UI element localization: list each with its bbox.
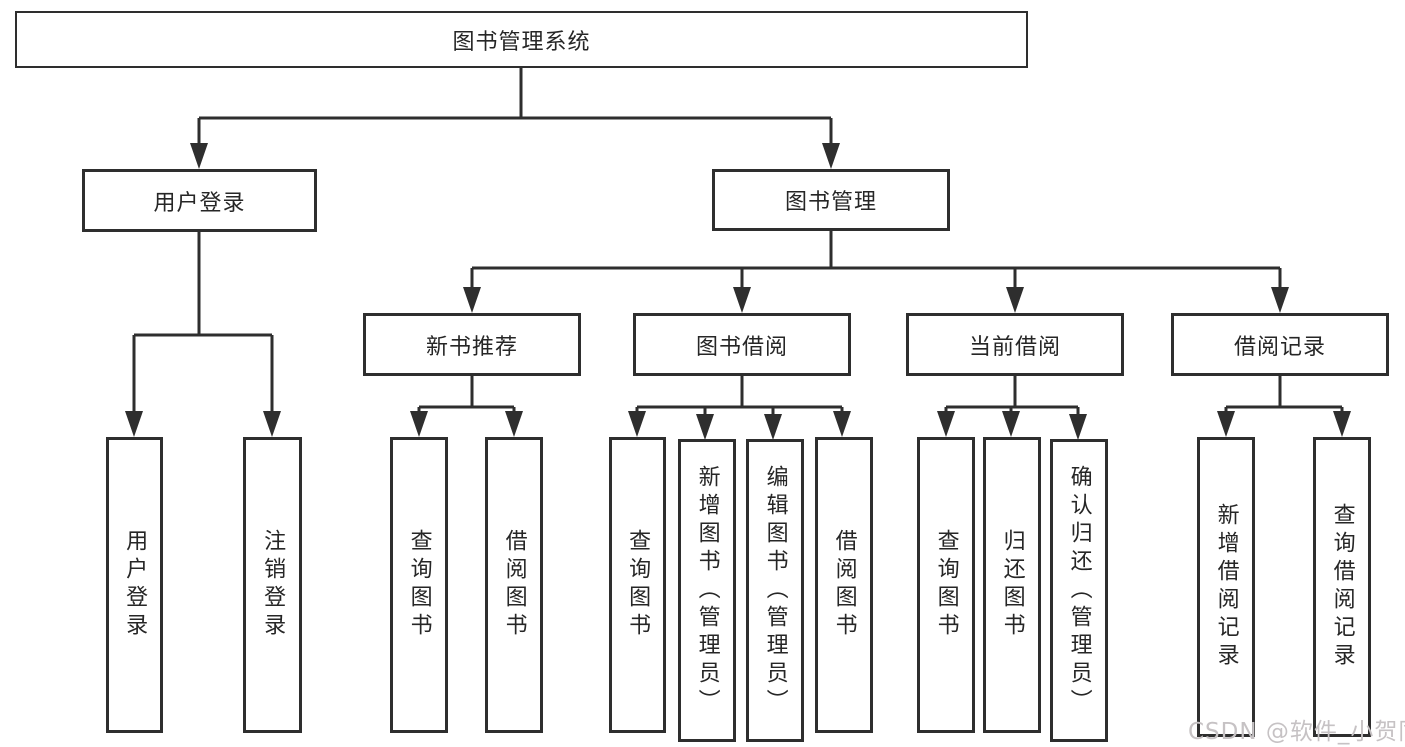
leaf-user-login: 用户登录 [106,437,163,733]
node-book-borrow: 图书借阅 [633,313,851,376]
node-label: 图书管理 [784,190,877,215]
node-label: 编辑图书（管理员） [762,464,788,717]
node-borrow-records: 借阅记录 [1171,313,1389,376]
connector-book-borrow-children [635,376,844,422]
node-label: 用户登录 [122,529,148,641]
leaf-logout: 注销登录 [243,437,302,733]
leaf-query-books-1: 查询图书 [390,437,448,733]
leaf-confirm-return-admin: 确认归还（管理员） [1050,439,1108,742]
leaf-borrow-books-2: 借阅图书 [815,437,873,733]
node-book-management: 图书管理 [712,169,950,231]
node-label: 查询图书 [933,529,959,641]
connector-new-book-children [417,376,516,420]
node-label: 新增借阅记录 [1213,503,1239,671]
node-library-management-system: 图书管理系统 [15,11,1028,68]
leaf-query-borrow-record: 查询借阅记录 [1313,437,1371,737]
leaf-borrow-books-1: 借阅图书 [485,437,543,733]
node-label: 图书借阅 [695,334,788,360]
leaf-query-books-2: 查询图书 [609,437,666,733]
node-user-login: 用户登录 [82,169,317,232]
connector-current-borrow-children [944,376,1080,422]
node-label: 查询借阅记录 [1329,503,1355,671]
leaf-edit-book-admin: 编辑图书（管理员） [746,439,804,742]
node-label: 确认归还（管理员） [1066,464,1092,717]
connector-book-management-level3 [470,230,1282,294]
csdn-watermark: CSDN @软件_小贺同学 [1188,719,1405,745]
node-current-borrow: 当前借阅 [906,313,1124,376]
node-label: 借阅图书 [501,529,527,641]
node-label: 新增图书（管理员） [694,464,720,717]
node-label: 图书管理系统 [452,29,591,55]
node-label: 查询图书 [406,529,432,641]
node-label: 归还图书 [999,529,1025,641]
node-label: 新书推荐 [425,334,518,360]
leaf-add-borrow-record: 新增借阅记录 [1197,437,1255,737]
node-label: 当前借阅 [968,334,1061,360]
node-label: 查询图书 [625,529,651,641]
node-label: 用户登录 [153,190,246,216]
node-label: 借阅图书 [831,529,857,641]
node-label: 注销登录 [260,529,286,641]
connector-user-login-children [132,232,274,418]
leaf-return-book: 归还图书 [983,437,1041,733]
leaf-add-book-admin: 新增图书（管理员） [678,439,736,742]
connector-borrow-records-children [1224,376,1344,420]
connector-root-to-level2 [197,67,833,150]
node-new-book-recommend: 新书推荐 [363,313,581,376]
node-label: 借阅记录 [1233,334,1326,360]
leaf-query-books-3: 查询图书 [917,437,975,733]
